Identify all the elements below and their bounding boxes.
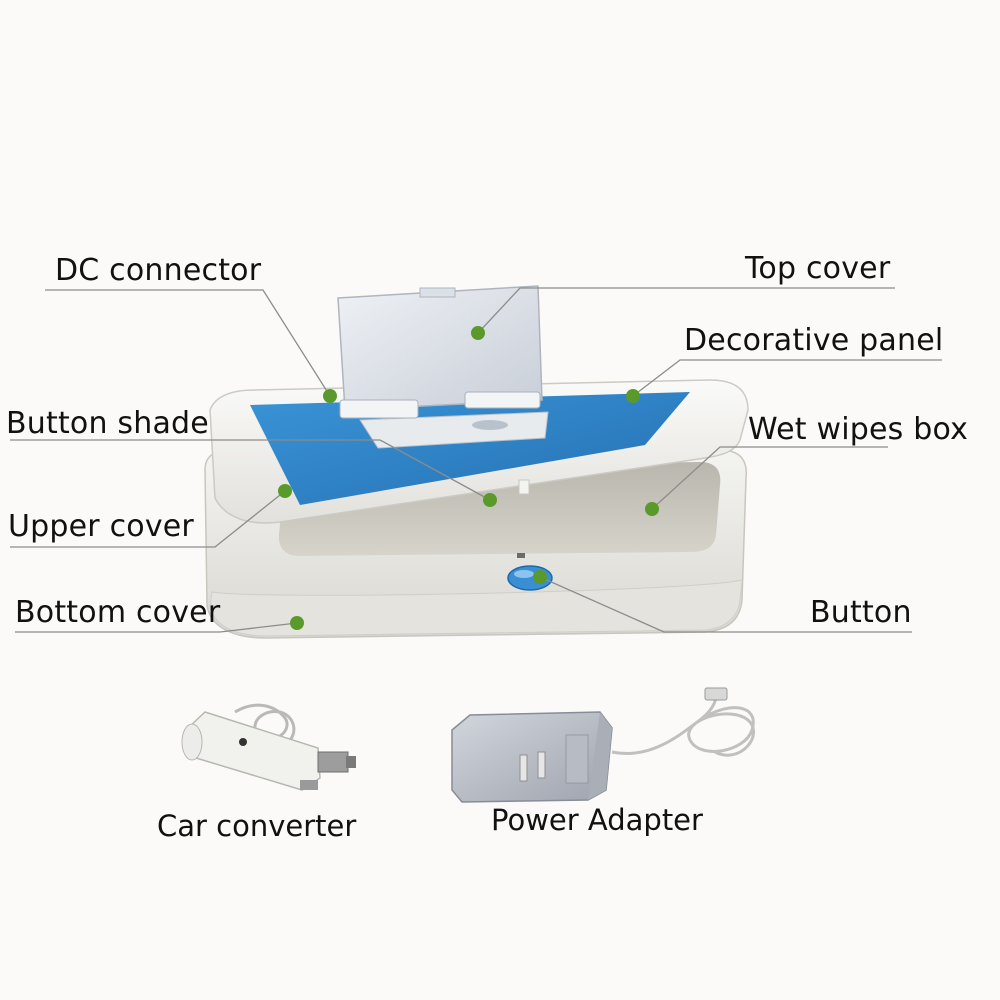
label-power-adapter: Power Adapter xyxy=(491,803,703,837)
top-cover-flap xyxy=(337,285,543,411)
leader-lines xyxy=(10,287,942,633)
leader-wet-wipes-box xyxy=(651,446,888,510)
dot-dc-connector xyxy=(323,389,337,403)
power-adapter-image xyxy=(451,687,755,803)
leader-upper-cover xyxy=(10,490,286,548)
lid-window xyxy=(359,411,549,449)
flap-tab xyxy=(419,287,456,298)
button-shade-clip xyxy=(518,479,530,495)
label-car-converter: Car converter xyxy=(157,809,357,843)
dot-decorative-panel xyxy=(626,389,640,403)
power-adapter-label xyxy=(565,734,589,784)
dot-wet-wipes-box xyxy=(645,502,659,516)
label-dc-connector: DC connector xyxy=(55,253,262,288)
power-adapter-plug-end xyxy=(704,687,728,701)
label-top-cover: Top cover xyxy=(745,251,891,286)
label-upper-cover: Upper cover xyxy=(8,509,194,544)
car-converter-image xyxy=(181,703,356,791)
dot-upper-cover xyxy=(278,484,292,498)
button-shade-shape xyxy=(472,420,508,430)
label-wet-wipes-box: Wet wipes box xyxy=(748,412,969,447)
car-converter-led xyxy=(239,738,247,746)
car-converter-cap xyxy=(181,723,203,761)
leader-dc-connector xyxy=(45,289,331,397)
label-bottom-cover: Bottom cover xyxy=(15,595,221,630)
left-hinge xyxy=(339,399,419,419)
front-band-shape xyxy=(209,579,743,637)
leader-decorative-panel xyxy=(632,359,942,397)
dot-bottom-cover xyxy=(290,616,304,630)
dot-top-cover xyxy=(471,326,485,340)
label-button-shade: Button shade xyxy=(6,406,209,441)
leader-button xyxy=(539,576,912,633)
leader-button-shade xyxy=(10,439,491,501)
leader-top-cover xyxy=(477,287,895,334)
indicator-light xyxy=(517,553,525,558)
label-button: Button xyxy=(810,595,912,630)
power-adapter-cable xyxy=(611,688,755,757)
callout-dots xyxy=(278,326,659,630)
power-adapter-prong-1 xyxy=(519,754,528,782)
power-adapter-prong-2 xyxy=(537,751,546,779)
right-hinge xyxy=(464,391,541,409)
car-converter-tip xyxy=(317,751,349,773)
dot-button xyxy=(533,570,547,584)
button-highlight xyxy=(514,570,534,578)
wipes-warmer-device xyxy=(204,285,749,639)
label-decorative-panel: Decorative panel xyxy=(684,323,944,358)
dot-button-shade xyxy=(483,493,497,507)
leader-bottom-cover xyxy=(15,622,298,633)
